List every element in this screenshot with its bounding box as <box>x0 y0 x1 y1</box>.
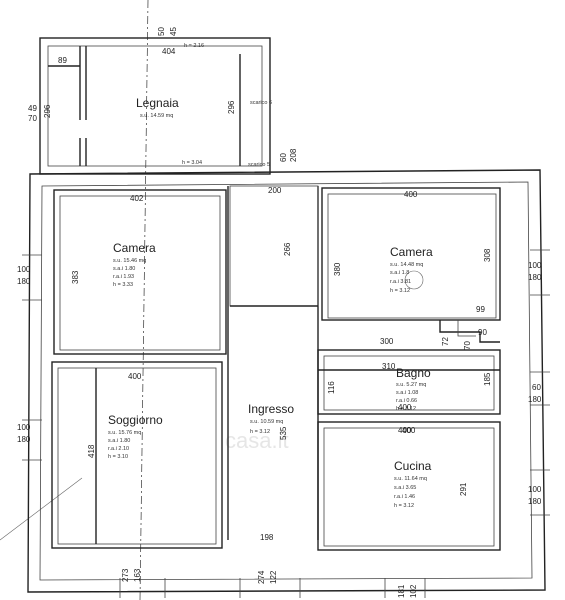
dim-label: 100 <box>528 261 542 270</box>
dim-label: 296 <box>227 100 236 114</box>
room-sai-camera-right: s.a.i 1.8 <box>390 270 409 276</box>
dim-label: 185 <box>483 372 492 386</box>
room-area-camera-left: s.u. 15.46 mq <box>113 258 146 264</box>
room-height-soggiorno: h = 3.10 <box>108 454 128 460</box>
interior-walls <box>51 185 501 551</box>
dim-label: 70 <box>463 341 472 350</box>
room-name-camera-left: Camera <box>113 241 156 255</box>
room-name-cucina: Cucina <box>394 459 432 473</box>
dim-label: 60 <box>532 383 541 392</box>
dim-label: 400 <box>398 426 412 435</box>
dim-label: 310 <box>382 362 396 371</box>
room-height-bagno: h = 3.12 <box>396 406 416 412</box>
dim-label: 70 <box>28 114 37 123</box>
house-walls <box>27 169 546 593</box>
room-height-camera-right: h = 3.12 <box>390 288 410 294</box>
dim-label: 60 <box>279 153 288 162</box>
dim-label: 273 <box>121 568 130 582</box>
dim-label: 291 <box>459 482 468 496</box>
dim-label: 180 <box>528 273 542 282</box>
dim-label: 180 <box>528 395 542 404</box>
dim-label: 90 <box>478 328 487 337</box>
room-area-camera-right: s.u. 14.48 mq <box>390 262 423 268</box>
room-area-cucina: s.u. 11.64 mq <box>394 476 427 482</box>
section-line <box>0 477 83 541</box>
dim-label: 274 <box>257 570 266 584</box>
dim-label: 89 <box>58 56 67 65</box>
legnaia-walls <box>39 37 271 175</box>
dim-label: 99 <box>476 305 485 314</box>
room-rai-soggiorno: r.a.i 2.10 <box>108 446 129 452</box>
room-sai-camera-left: s.a.i 1.80 <box>113 266 135 272</box>
dim-label: 100 <box>17 423 31 432</box>
room-name-camera-right: Camera <box>390 245 433 259</box>
room-area-bagno: s.u. 5.27 mq <box>396 382 426 388</box>
room-rai-camera-left: r.a.i 1.93 <box>113 274 134 280</box>
dim-label: 116 <box>327 381 336 394</box>
dim-label: 100 <box>17 265 31 274</box>
room-sai-bagno: s.a.i 1.08 <box>396 390 418 396</box>
dim-label: 296 <box>43 104 52 118</box>
room-name-ingresso: Ingresso <box>248 402 294 416</box>
dim-label: 180 <box>528 497 542 506</box>
room-height-cucina: h = 3.12 <box>394 503 414 509</box>
dim-label: 122 <box>269 570 278 584</box>
dim-label: 308 <box>483 248 492 262</box>
room-area-ingresso: s.u. 10.59 mq <box>250 419 283 425</box>
room-area-legnaia: s.u. 14.59 mq <box>140 113 173 119</box>
dim-label: 266 <box>283 242 292 256</box>
dim-label: 380 <box>333 262 342 276</box>
dim-label: 200 <box>268 186 282 195</box>
dim-label: 163 <box>133 568 142 582</box>
room-name-bagno: Bagno <box>396 366 431 380</box>
dim-label: 418 <box>87 444 96 458</box>
window-marks <box>22 249 550 598</box>
dim-label: 400 <box>128 372 142 381</box>
dim-label: h = 2.16 <box>184 43 204 49</box>
dim-label: 400 <box>398 403 412 412</box>
dim-label: 50 <box>157 27 166 36</box>
dim-label: 180 <box>17 277 31 286</box>
watermark: casa.it <box>225 428 289 453</box>
dim-label: 402 <box>130 194 144 203</box>
dim-label: 45 <box>169 27 178 36</box>
room-name-soggiorno: Soggiorno <box>108 413 163 427</box>
room-height-legnaia: h = 3.04 <box>182 160 202 166</box>
room-area-soggiorno: s.u. 15.76 mq <box>108 430 141 436</box>
dim-label: 102 <box>409 584 418 598</box>
dim-label: 72 <box>441 337 450 346</box>
dim-label: scarico 5 <box>248 162 270 168</box>
dim-label: 383 <box>71 270 80 284</box>
room-sai-soggiorno: s.a.i 1.80 <box>108 438 130 444</box>
room-height-camera-left: h = 3.33 <box>113 282 133 288</box>
dim-label: 400 <box>404 190 418 199</box>
dim-label: 198 <box>260 533 274 542</box>
room-rai-cucina: r.a.i 1.46 <box>394 494 415 500</box>
dimension-labels: 50 45 404 h = 2.16 89 49 70 296 296 scar… <box>17 27 542 598</box>
dim-label: 535 <box>279 426 288 440</box>
dim-label: 49 <box>28 104 37 113</box>
dim-label: 404 <box>162 47 176 56</box>
dim-label: 180 <box>17 435 31 444</box>
dim-label: 300 <box>380 337 394 346</box>
room-rai-camera-right: r.a.i 3.81 <box>390 279 411 285</box>
dim-label: 181 <box>397 584 406 598</box>
dim-label: scarico 6 <box>250 100 272 106</box>
room-rai-bagno: r.a.i 0.66 <box>396 398 417 404</box>
dim-label: 208 <box>289 148 298 162</box>
room-name-legnaia: Legnaia <box>136 96 179 110</box>
dim-label: 100 <box>528 485 542 494</box>
dim-label: 400 <box>402 426 416 435</box>
room-height-ingresso: h = 3.12 <box>250 429 270 435</box>
axis-line <box>139 0 149 600</box>
room-sai-cucina: s.a.i 3.65 <box>394 485 416 491</box>
